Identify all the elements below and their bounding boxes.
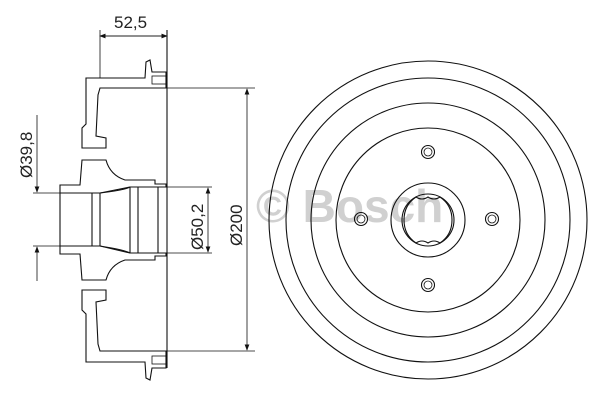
bore-keyway	[403, 196, 453, 244]
hub-top	[59, 159, 167, 194]
outer-rim-circle	[268, 60, 588, 380]
dimension-bore-small: Ø39,8	[17, 115, 60, 281]
dim-bore-small-label: Ø39,8	[17, 132, 36, 178]
inner-step-circle	[310, 102, 546, 338]
watermark: © Bosch	[256, 180, 443, 232]
hub-bottom	[59, 245, 167, 281]
bolt-hole-top	[420, 144, 436, 160]
rim-slot-bottom	[151, 355, 167, 365]
bolt-hole-right	[484, 211, 500, 227]
bolt-hole-bottom	[420, 277, 436, 293]
dimension-outer-diameter: Ø200	[167, 87, 255, 352]
bolt-hole-left	[353, 211, 369, 227]
hub-bore	[59, 186, 159, 254]
section-view	[59, 30, 168, 381]
dimension-bore-large: Ø50,2	[158, 186, 212, 254]
front-view	[268, 60, 588, 380]
dimension-width: 52,5	[99, 13, 168, 39]
bore-circle	[401, 193, 455, 247]
flange-circle	[335, 127, 521, 313]
dim-bore-large-label: Ø50,2	[188, 204, 207, 250]
dim-outer-diameter-label: Ø200	[227, 204, 246, 246]
rim-slot-top	[151, 75, 167, 85]
friction-surface-circle	[285, 77, 571, 363]
hub-circle	[390, 182, 466, 258]
drum-wall-top	[81, 59, 167, 149]
dim-width-label: 52,5	[114, 13, 147, 32]
drum-wall-bottom	[81, 289, 167, 381]
